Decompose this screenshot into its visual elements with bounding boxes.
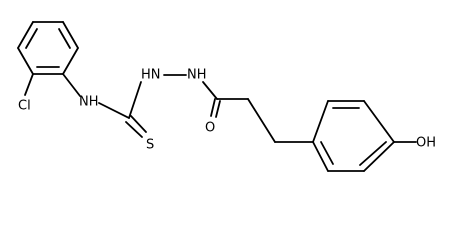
chemical-structure-diagram: Cl NH HN NH S O OH <box>17 21 436 172</box>
bond-nh-to-thiocarbonyl <box>98 102 130 119</box>
atom-label-oxygen: O <box>205 121 215 136</box>
atom-labels: Cl NH HN NH S O OH <box>18 68 436 153</box>
bond-ch2-to-ch2 <box>247 98 276 143</box>
bond-nh-to-carbonyl <box>202 81 218 100</box>
bond-thiocarbonyl-to-hn <box>128 81 142 119</box>
bond-co-double-a <box>210 98 216 117</box>
atom-label-nh-hydrazine: NH <box>187 68 207 83</box>
atom-label-sulfur: S <box>146 138 154 153</box>
bond-ring-to-cl <box>24 73 34 96</box>
bond-ring2-f-inner <box>320 141 334 165</box>
bond-ring1-c <box>62 21 79 49</box>
atom-label-hn-hydrazine: HN <box>141 68 161 83</box>
bond-ring2-a <box>312 100 329 143</box>
atom-label-hydroxyl: OH <box>416 136 436 151</box>
bond-cs-double-a <box>125 121 143 138</box>
atom-label-cl: Cl <box>18 99 31 114</box>
bond-ring2-d-inner <box>359 141 387 166</box>
bond-ring2-c <box>363 100 395 143</box>
bond-ring1-f <box>17 47 34 75</box>
bond-ring-to-nh <box>62 73 81 97</box>
bond-ring1-a <box>17 21 34 49</box>
bond-ring1-c-inner <box>58 28 71 49</box>
bond-ring2-d <box>363 141 395 172</box>
atom-label-nh-aryl: NH <box>79 95 99 110</box>
bond-ring1-a-inner <box>25 28 38 49</box>
bond-ring1-d <box>62 47 79 75</box>
bonds <box>17 21 417 172</box>
bond-co-double-b <box>215 100 221 118</box>
bond-ring2-f <box>312 141 329 172</box>
bond-cs-double-b <box>130 115 147 133</box>
